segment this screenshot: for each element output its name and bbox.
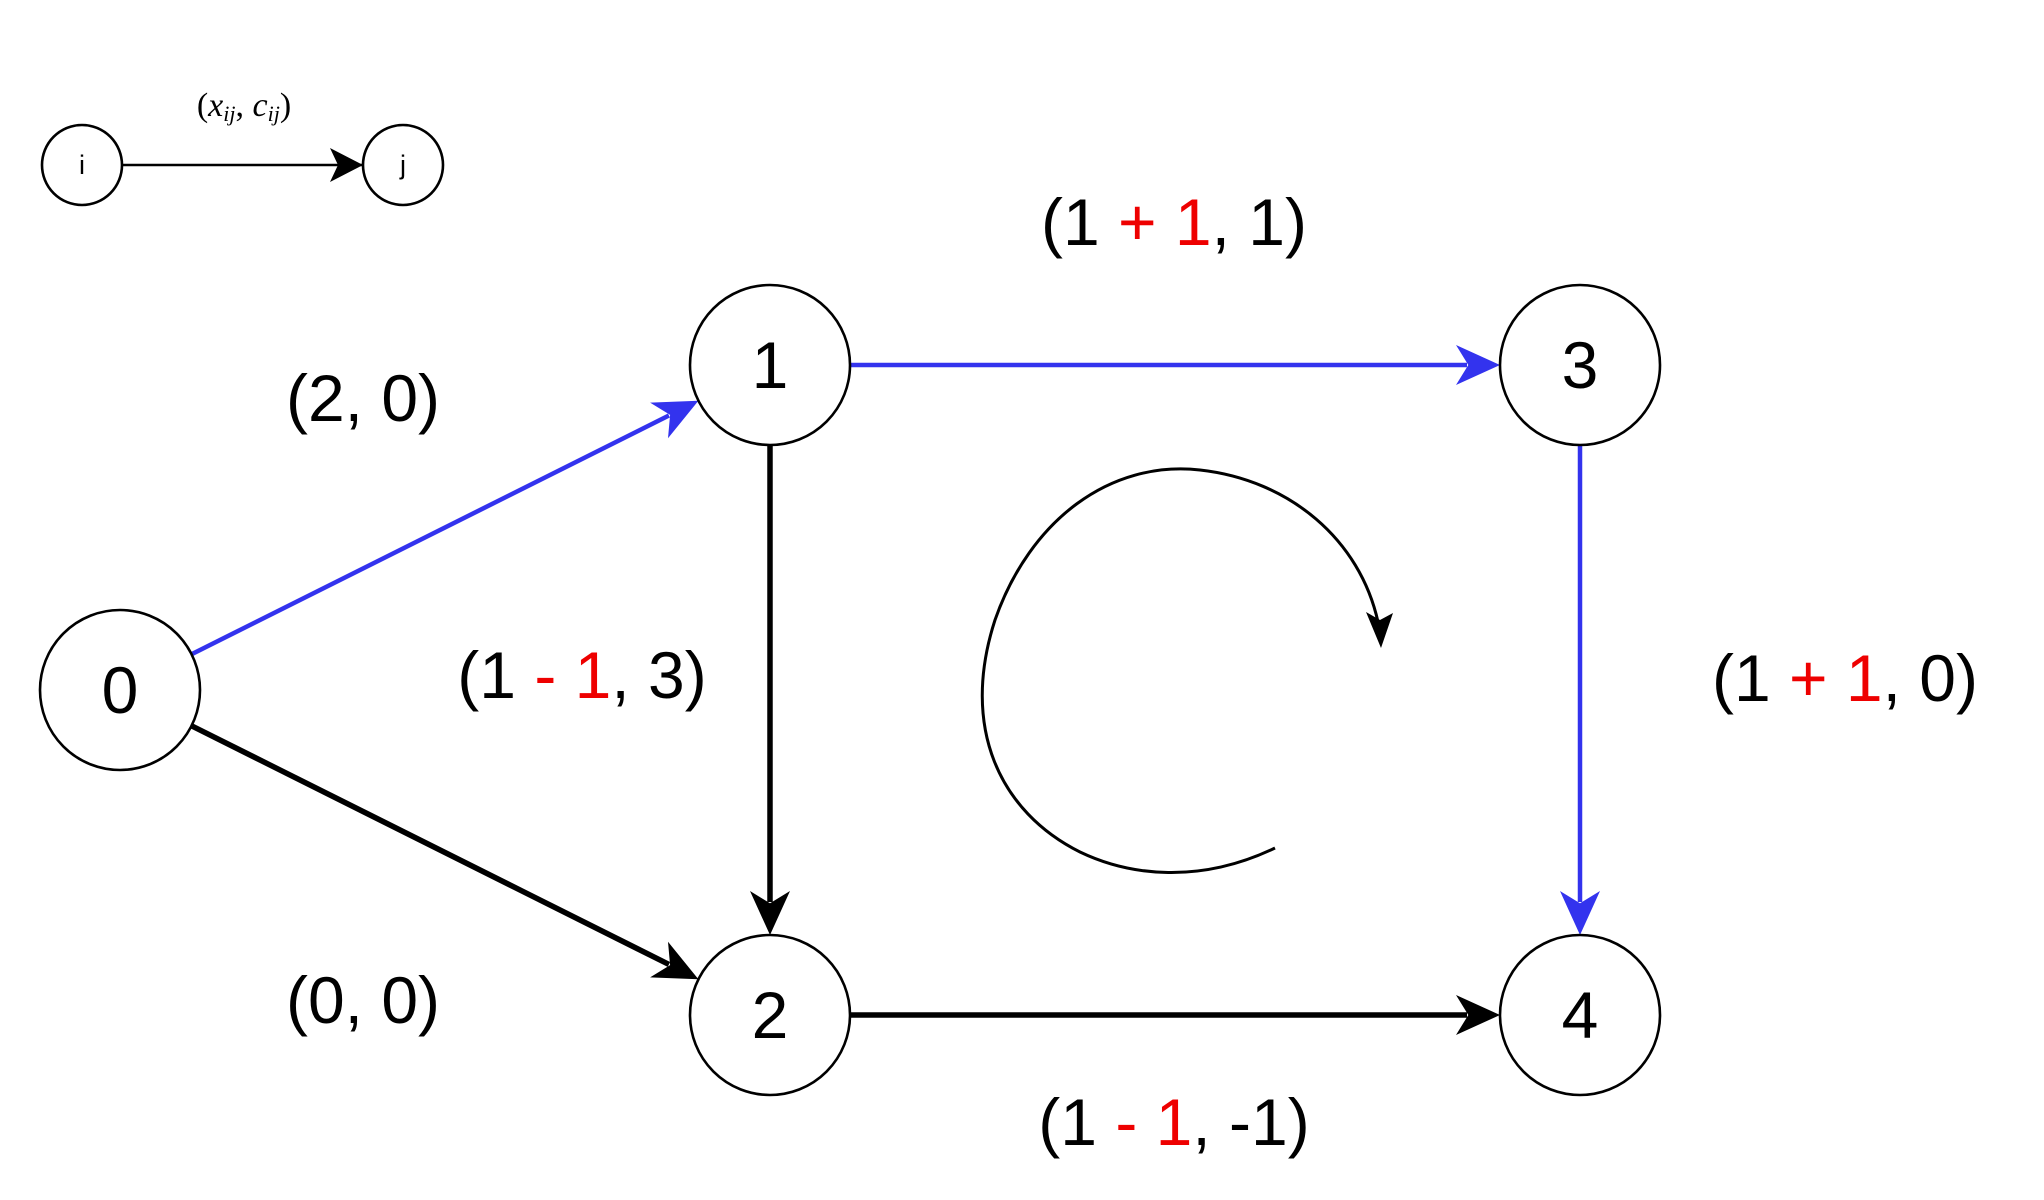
node-label-4: 4 <box>1562 978 1599 1052</box>
legend-node-j-label: j <box>399 150 406 180</box>
edge-label-0-2: (0, 0) <box>286 963 440 1037</box>
edge-label-prefix: (2, 0) <box>286 361 440 435</box>
edge-label-prefix: (1 <box>457 638 534 712</box>
edge-label-delta: 1 <box>556 638 611 712</box>
edge-line-0-2 <box>190 723 671 967</box>
edge-label-prefix: (1 <box>1041 185 1118 259</box>
cycle-arrowhead <box>1366 612 1393 648</box>
edge-1-3 <box>850 345 1500 385</box>
edge-label-delta: 1 <box>1157 185 1212 259</box>
cycle-indicator <box>980 467 1393 874</box>
edge-label-delta: 1 <box>1137 1085 1192 1159</box>
edge-label-prefix: (1 <box>1038 1085 1115 1159</box>
edge-line-0-1 <box>190 413 670 657</box>
edge-label-suffix: , 1) <box>1212 185 1307 259</box>
edge-label-suffix: , -1) <box>1192 1085 1309 1159</box>
edge-arrowhead-1-3 <box>1456 345 1500 385</box>
cycle-arc <box>980 467 1380 874</box>
edge-arrowhead-2-4 <box>1456 995 1500 1035</box>
edge-label-1-2: (1 - 1, 3) <box>457 638 706 712</box>
edge-2-4 <box>850 995 1500 1035</box>
node-label-1: 1 <box>752 328 789 402</box>
edge-1-2 <box>750 445 790 935</box>
node-circle-0 <box>38 608 202 772</box>
node-1: 1 <box>688 283 852 447</box>
edge-arrowhead-3-4 <box>1560 891 1600 935</box>
edge-label-prefix: (0, 0) <box>286 963 440 1037</box>
legend-edge-label: (xij, cij) <box>197 87 291 126</box>
edge-labels-layer: (2, 0)(0, 0)(1 + 1, 1)(1 - 1, 3)(1 + 1, … <box>286 185 1978 1159</box>
edge-arrowhead-0-1 <box>650 400 699 439</box>
edge-arrowhead-1-2 <box>750 891 790 935</box>
edge-arrowhead-0-2 <box>650 941 699 980</box>
legend: i j (xij, cij) <box>40 87 445 207</box>
node-label-0: 0 <box>102 653 139 727</box>
node-circle-3 <box>1498 283 1662 447</box>
edges-layer <box>190 345 1600 1035</box>
nodes-layer: 0 1 2 3 4 <box>38 283 1662 1097</box>
edge-label-prefix: (1 <box>1712 641 1789 715</box>
edge-label-op: - <box>534 638 556 712</box>
legend-node-i-label: i <box>79 150 85 180</box>
edge-label-suffix: , 0) <box>1883 641 1978 715</box>
edge-3-4 <box>1560 445 1600 935</box>
node-label-2: 2 <box>752 978 789 1052</box>
node-circle-1 <box>688 283 852 447</box>
legend-arrowhead <box>330 148 363 182</box>
edge-label-2-4: (1 - 1, -1) <box>1038 1085 1309 1159</box>
node-3: 3 <box>1498 283 1662 447</box>
edge-label-suffix: , 3) <box>611 638 706 712</box>
node-circle-4 <box>1498 933 1662 1097</box>
legend-node-i <box>40 123 124 207</box>
edge-label-delta: 1 <box>1828 641 1883 715</box>
node-4: 4 <box>1498 933 1662 1097</box>
edge-0-2 <box>190 723 699 980</box>
legend-node-j <box>361 123 445 207</box>
edge-0-1 <box>190 400 699 657</box>
edge-label-1-3: (1 + 1, 1) <box>1041 185 1307 259</box>
edge-label-op: - <box>1115 1085 1137 1159</box>
edge-label-op: + <box>1118 185 1157 259</box>
edge-label-op: + <box>1789 641 1828 715</box>
node-0: 0 <box>38 608 202 772</box>
node-label-3: 3 <box>1562 328 1599 402</box>
node-2: 2 <box>688 933 852 1097</box>
edge-label-0-1: (2, 0) <box>286 361 440 435</box>
edge-label-3-4: (1 + 1, 0) <box>1712 641 1978 715</box>
node-circle-2 <box>688 933 852 1097</box>
